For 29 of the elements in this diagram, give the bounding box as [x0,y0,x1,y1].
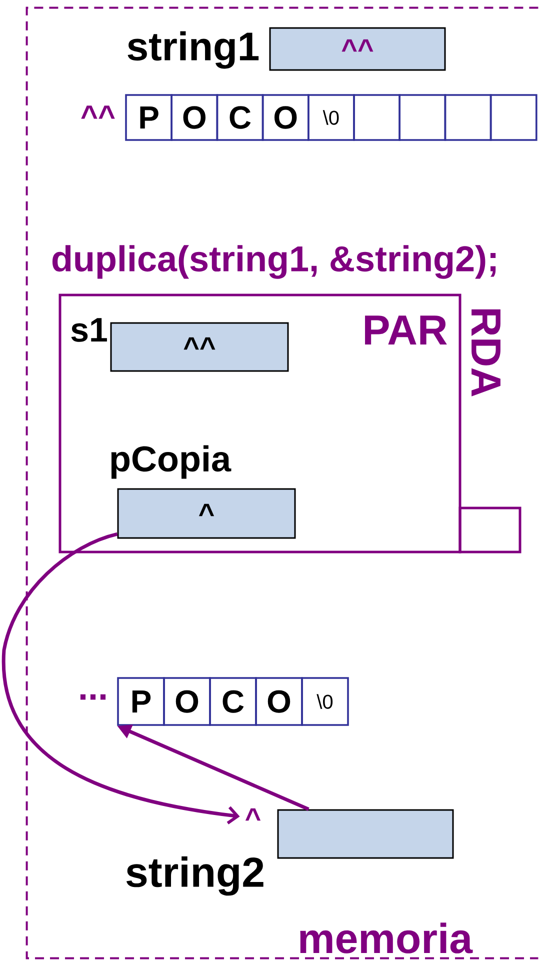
label-text: ... [80,694,106,700]
array-cell: O [163,677,211,726]
variable-box: ^^ [269,27,446,71]
array-cell: \0 [308,94,355,141]
label-text: RDA [472,309,500,396]
caret-text: ^ [245,808,261,821]
arrow [2,532,240,824]
variable-box: ^ [117,488,296,539]
label-text: ^^ [81,106,115,119]
array-cell: O [170,94,218,141]
label-text: duplica(string1, &string2); [52,245,496,279]
variable-name: pCopia [111,445,232,479]
array-cell: \0 [301,677,349,726]
small-box [458,506,522,554]
array-cell: O [255,677,303,726]
array-cell [353,94,400,141]
array-cell [490,94,538,141]
array-cell: C [216,94,264,141]
array-cell: O [262,94,310,141]
array-cell [398,94,446,141]
variable-name: string2 [126,856,264,896]
variable-name: s1 [71,318,107,342]
array-cell: P [117,677,165,726]
array-cell: P [125,94,172,141]
variable-box: ^^ [110,322,289,372]
variable-name: string1 [128,31,259,69]
variable-box [277,809,454,859]
array-cell [444,94,492,141]
array-cell: C [209,677,257,726]
